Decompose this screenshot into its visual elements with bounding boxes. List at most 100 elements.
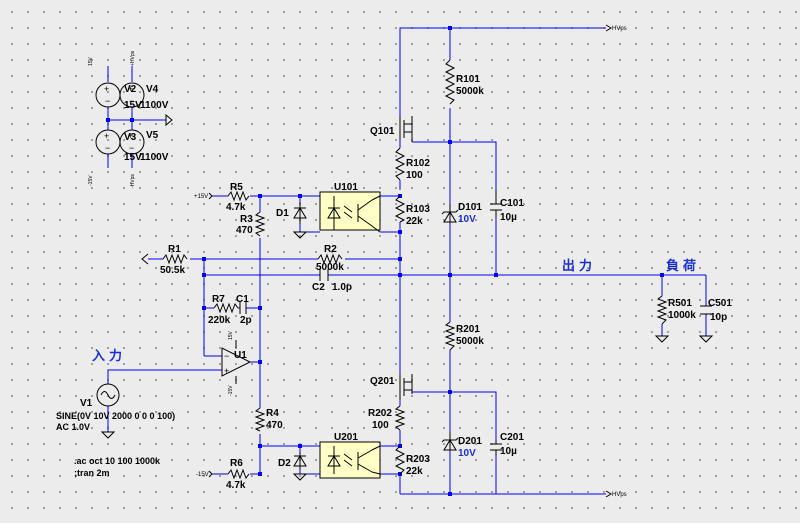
svg-text:HVps: HVps [612,492,627,498]
mosfet-q201[interactable]: Q201 [370,374,413,400]
resistor-r6[interactable]: R6 4.7k [226,458,250,491]
svg-text:R6: R6 [230,458,243,469]
capacitor-c201[interactable]: C201 10µ [490,432,524,457]
capacitor-c2[interactable]: C2 1.0p [312,269,352,293]
svg-text:R7: R7 [212,294,225,305]
svg-text:100: 100 [372,420,389,431]
svg-text:U1: U1 [234,350,247,361]
svg-text:10V: 10V [458,448,476,459]
svg-text:C501: C501 [708,298,732,309]
tran-directive[interactable]: ;tran 2m [74,468,110,478]
svg-text:R201: R201 [456,324,480,335]
supply-out-arrow-icon [165,113,173,127]
optocoupler-u101[interactable]: U101 [319,182,381,233]
svg-text:10p: 10p [710,312,727,323]
mosfet-q101[interactable]: Q101 [370,116,413,142]
svg-text:10µ: 10µ [500,212,517,223]
svg-text:15V: 15V [88,56,94,66]
svg-text:15V: 15V [228,330,234,340]
svg-text:5000k: 5000k [456,86,484,97]
resistor-r203[interactable]: R203 22k [394,445,430,477]
svg-text:R1: R1 [168,244,181,255]
svg-text:4.7k: 4.7k [226,480,246,491]
resistor-r101[interactable]: R101 5000k [444,59,484,105]
svg-text:5000k: 5000k [456,336,484,347]
capacitor-c1[interactable]: C1 2p [236,294,252,326]
svg-text:V3: V3 [124,132,137,143]
svg-text:C2: C2 [312,282,325,293]
svg-text:D201: D201 [458,436,482,447]
svg-text:−: − [129,96,134,106]
svg-text:1100V: 1100V [140,100,169,111]
resistor-r501[interactable]: R501 1000k [656,295,696,325]
svg-text:R101: R101 [456,74,480,85]
svg-text:R5: R5 [230,182,243,193]
svg-text:R202: R202 [368,408,392,419]
svg-text:2p: 2p [240,315,252,326]
svg-text:+15V: +15V [194,194,208,200]
svg-text:SINE(0V 10V 2000 0 0 0 100): SINE(0V 10V 2000 0 0 0 100) [56,411,175,421]
svg-text:R203: R203 [406,454,430,465]
svg-text:HVps: HVps [612,26,627,32]
svg-text:C1: C1 [236,294,249,305]
input-label: 入力 [92,348,126,364]
diode-d2[interactable]: D2 [278,452,307,470]
svg-text:470: 470 [266,420,283,431]
resistor-r1[interactable]: R1 50.5k [160,244,188,276]
svg-text:15V: 15V [124,152,142,163]
svg-text:R103: R103 [406,204,430,215]
svg-text:V2: V2 [124,84,137,95]
r1-arrow-icon [141,253,149,265]
svg-text:10V: 10V [458,214,476,225]
svg-text:Q101: Q101 [370,126,395,137]
svg-text:+: + [224,366,229,376]
resistor-r4[interactable]: R4 470 [254,407,283,432]
svg-text:V4: V4 [146,84,159,95]
svg-text:+: + [104,84,109,94]
svg-text:R4: R4 [266,408,279,419]
capacitor-c501[interactable]: C501 10p [700,298,732,323]
svg-text:V5: V5 [146,130,159,141]
opamp-u1[interactable]: − + U1 15V -15V [221,330,252,396]
resistor-r7[interactable]: R7 220k [208,294,239,326]
svg-text:22k: 22k [406,216,423,227]
svg-text:R3: R3 [240,214,253,225]
svg-text:−: − [129,143,134,153]
ac-directive[interactable]: .ac oct 10 100 1000k [74,456,161,466]
svg-text:C101: C101 [500,198,524,209]
svg-text:Q201: Q201 [370,376,395,387]
zener-d201[interactable]: D201 10V [441,432,482,459]
svg-text:+: + [128,84,133,94]
resistor-r103[interactable]: R103 22k [394,195,430,227]
svg-text:+: + [104,131,109,141]
load-label: 負荷 [666,258,700,274]
svg-text:+: + [128,131,133,141]
svg-text:D1: D1 [276,208,289,219]
resistor-r202[interactable]: R202 100 [368,405,406,431]
svg-text:1.0p: 1.0p [332,282,352,293]
svg-text:C201: C201 [500,432,524,443]
svg-text:AC 1.0V: AC 1.0V [56,422,90,432]
source-v4[interactable]: + − V4 1100V +HVps [119,50,169,111]
source-v1[interactable]: V1 SINE(0V 10V 2000 0 0 0 100) AC 1.0V [56,383,175,432]
capacitor-c101[interactable]: C101 10µ [490,190,524,223]
svg-text:−: − [105,143,110,153]
resistor-r3[interactable]: R3 470 [236,211,266,237]
svg-text:22k: 22k [406,466,423,477]
optocoupler-u201[interactable]: U201 [319,432,381,479]
svg-text:50.5k: 50.5k [160,265,185,276]
resistor-r201[interactable]: R201 5000k [444,321,484,351]
zener-d101[interactable]: D101 10V [441,202,482,225]
minus15v-label: -15V [196,470,213,478]
output-label: 出力 [562,258,596,274]
resistor-r2[interactable]: R2 5000k [316,244,344,273]
resistor-r102[interactable]: R102 100 [394,147,430,181]
svg-text:+HVps: +HVps [130,50,136,66]
svg-text:D101: D101 [458,202,482,213]
source-v5[interactable]: + − V5 1100V -HVps [119,129,169,188]
svg-text:U201: U201 [334,432,358,443]
diode-d1[interactable]: D1 [276,202,307,224]
svg-text:-15V: -15V [228,385,234,396]
resistor-r5[interactable]: R5 4.7k [226,182,250,213]
